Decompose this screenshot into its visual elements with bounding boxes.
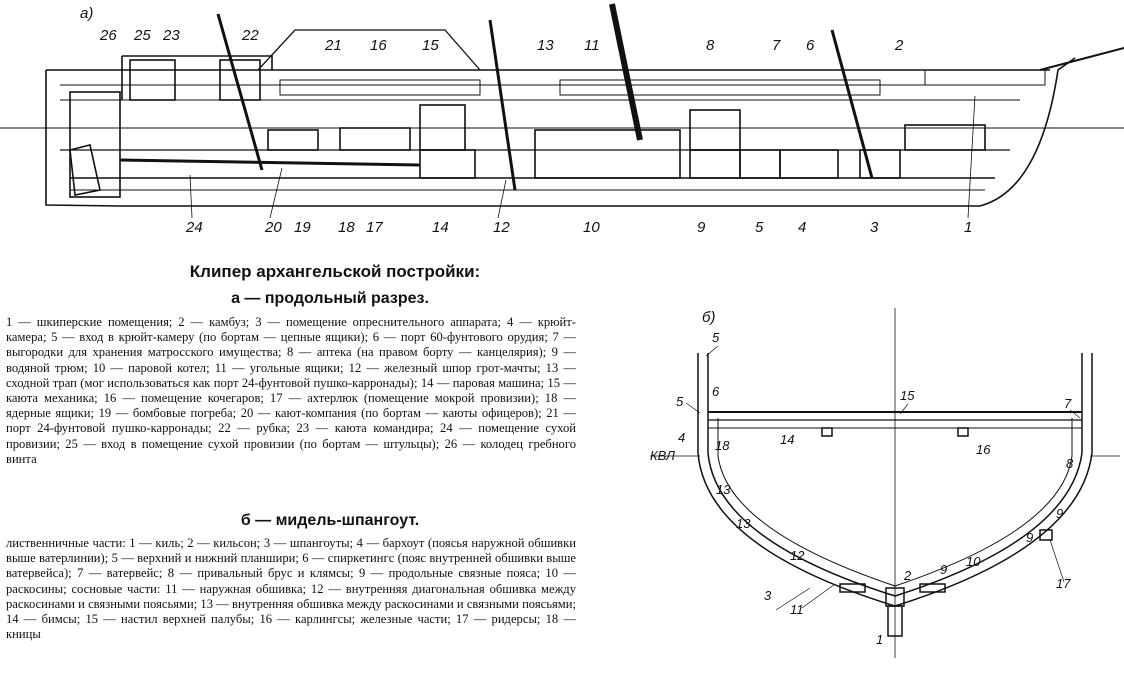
callout-a: 6 — [806, 37, 815, 54]
callout-a: 7 — [772, 37, 781, 54]
callout-a: 10 — [583, 219, 600, 236]
callout-b: 5 — [712, 330, 720, 345]
callout-b: 9 — [1056, 506, 1063, 521]
callout-a: 15 — [422, 37, 439, 54]
callout-b: 13 — [736, 516, 751, 531]
callout-a: 23 — [162, 27, 180, 44]
callout-b: 3 — [764, 588, 772, 603]
panel-label-a: а) — [80, 5, 93, 22]
callout-b: 16 — [976, 442, 991, 457]
callout-a: 24 — [185, 219, 203, 236]
callout-a: 20 — [264, 219, 282, 236]
callout-b: 9 — [940, 562, 947, 577]
callout-a: 26 — [99, 27, 117, 44]
callout-b: 1 — [876, 632, 883, 647]
panel-label-b: б) — [702, 309, 715, 326]
callout-b: КВЛ — [650, 448, 675, 463]
callouts-b: 5 5 6 7 15 4 КВЛ 18 14 16 8 13 13 12 3 1… — [650, 330, 1074, 647]
callout-b: 9 — [1026, 530, 1033, 545]
subtitle-a: а — продольный разрез. — [231, 290, 429, 307]
callout-a: 3 — [870, 219, 879, 236]
figure-title: Клипер архангельской постройки: — [189, 262, 481, 281]
callout-b: 10 — [966, 554, 981, 569]
subtitle-b: б — мидель-шпангоут. — [240, 512, 420, 529]
callout-a: 12 — [493, 219, 510, 236]
callout-a: 21 — [324, 37, 342, 54]
callout-a: 17 — [366, 219, 383, 236]
callout-b: 6 — [712, 384, 720, 399]
legend-b: лиственничные части: 1 — киль; 2 — кильс… — [6, 536, 576, 642]
callout-a: 14 — [432, 219, 449, 236]
legend-a: 1 — шкиперские помещения; 2 — камбуз; 3 … — [6, 315, 576, 466]
callout-b: 7 — [1064, 396, 1072, 411]
longitudinal-section-drawing: а) 26 25 23 22 21 16 15 13 11 8 7 6 2 24… — [0, 3, 1124, 236]
callout-a: 4 — [798, 219, 806, 236]
callout-b: 5 — [676, 394, 684, 409]
callout-a: 25 — [133, 27, 151, 44]
callouts-a: 26 25 23 22 21 16 15 13 11 8 7 6 2 24 20… — [99, 27, 972, 236]
callout-b: 18 — [715, 438, 730, 453]
callout-a: 22 — [241, 27, 259, 44]
callout-b: 13 — [716, 482, 731, 497]
callout-a: 8 — [706, 37, 715, 54]
callout-a: 11 — [584, 37, 600, 54]
midship-frame-drawing: б) 5 5 6 7 15 4 КВЛ 18 14 16 8 13 13 12 … — [650, 308, 1120, 658]
callout-a: 9 — [697, 219, 706, 236]
callout-a: 5 — [755, 219, 764, 236]
callout-b: 11 — [790, 602, 804, 617]
callout-b: 17 — [1056, 576, 1071, 591]
callout-b: 8 — [1066, 456, 1074, 471]
callout-a: 16 — [370, 37, 387, 54]
callout-a: 13 — [537, 37, 554, 54]
callout-b: 14 — [780, 432, 794, 447]
callout-b: 4 — [678, 430, 685, 445]
callout-b: 12 — [790, 548, 805, 563]
callout-b: 2 — [903, 568, 912, 583]
callout-a: 2 — [894, 37, 904, 54]
callout-a: 19 — [294, 219, 311, 236]
callout-a: 18 — [338, 219, 355, 236]
callout-b: 15 — [900, 388, 915, 403]
callout-a: 1 — [964, 219, 972, 236]
